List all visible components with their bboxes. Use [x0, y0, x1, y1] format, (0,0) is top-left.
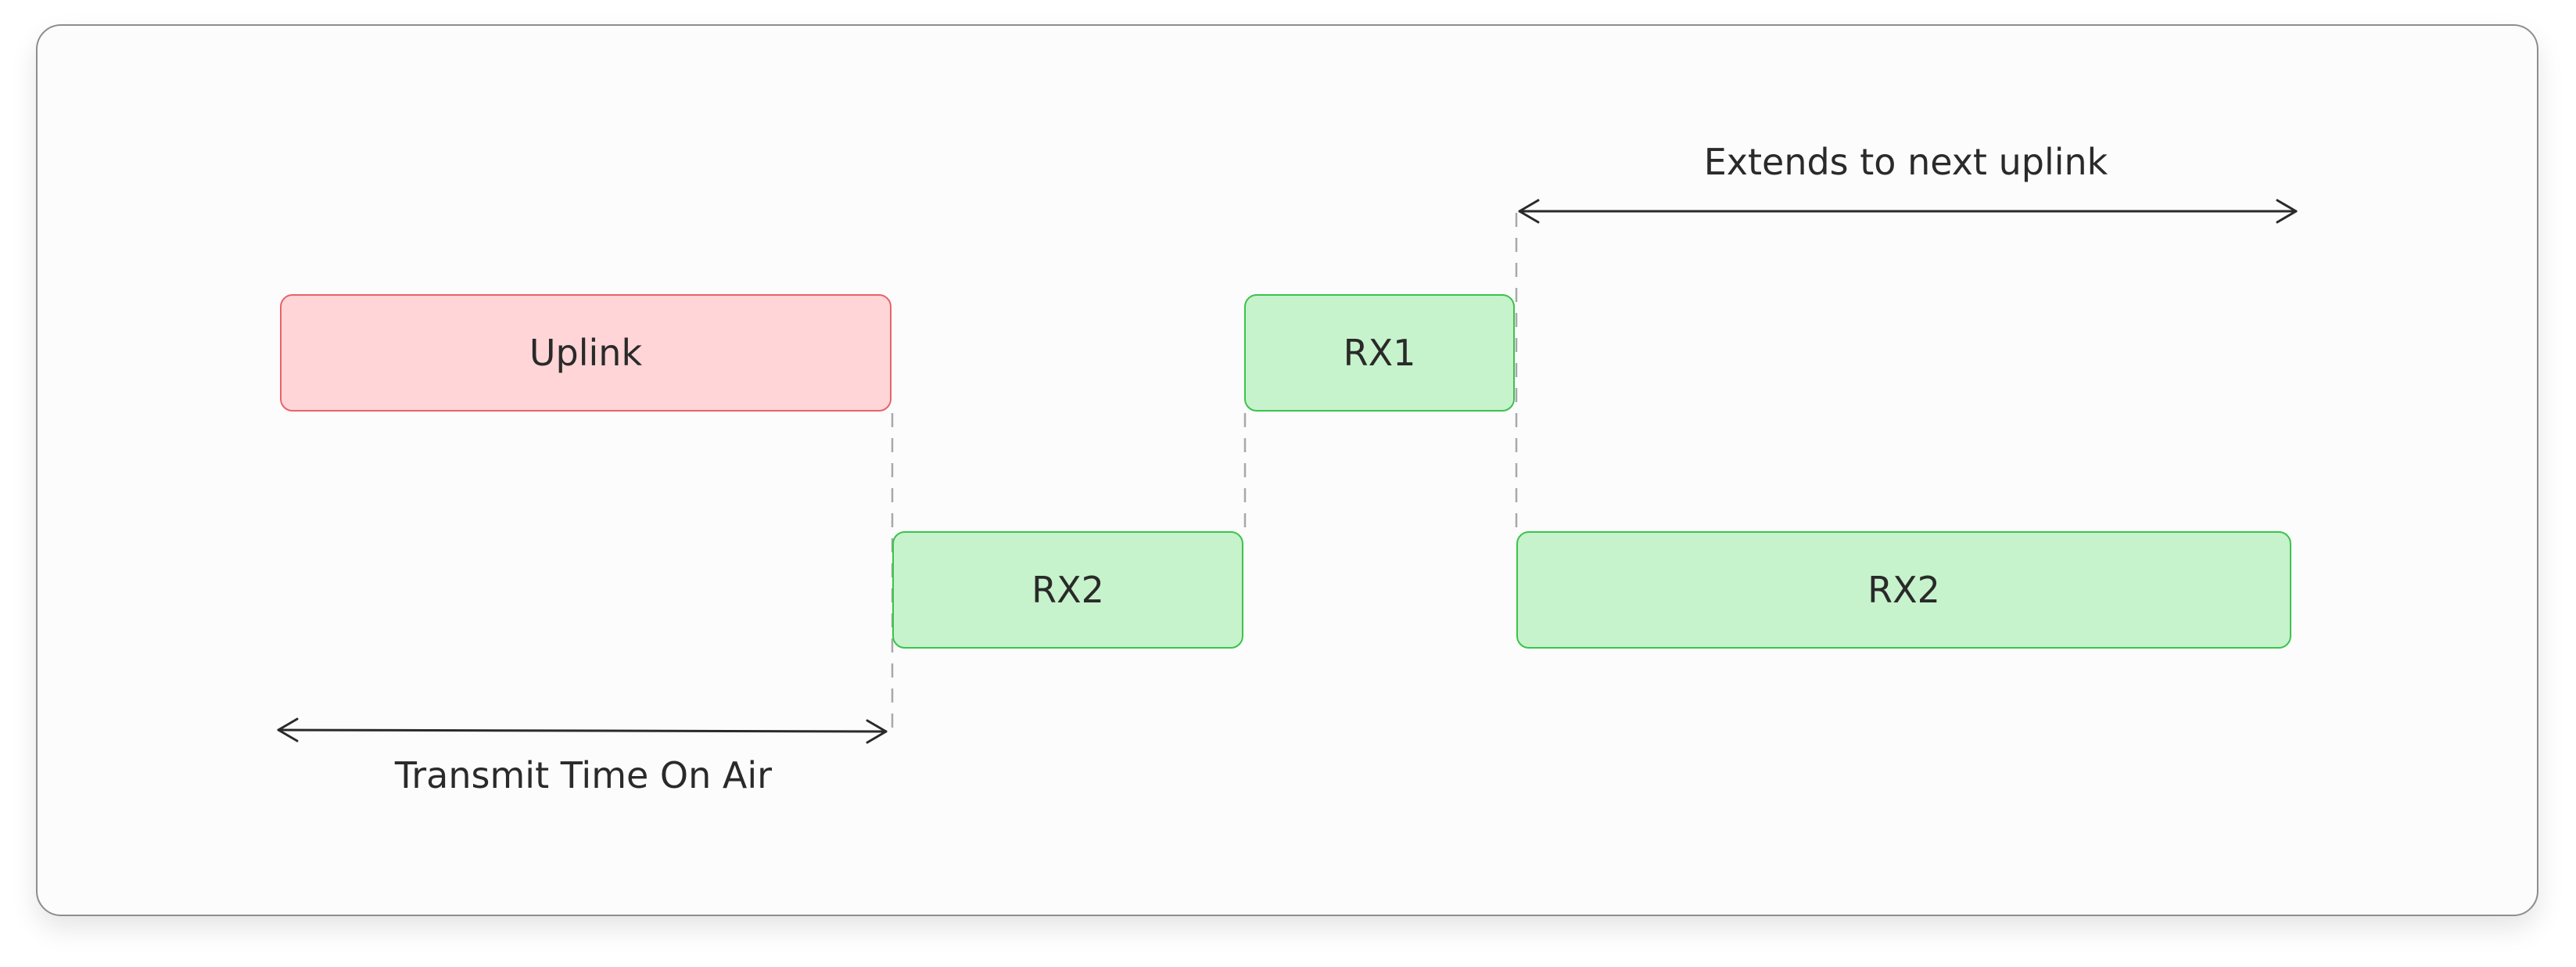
- arrow-head-right-icon: [866, 719, 888, 744]
- extends-caption: Extends to next uplink: [1703, 141, 2108, 183]
- transmit-time-caption: Transmit Time On Air: [394, 754, 773, 796]
- extends-arrow: [1518, 199, 2298, 224]
- arrow-head-left-icon: [277, 717, 299, 742]
- rx2-second-block: RX2: [1516, 531, 2291, 649]
- uplink-block: Uplink: [280, 294, 892, 412]
- rx1-label: RX1: [1343, 332, 1416, 374]
- rx2-first-block: RX2: [892, 531, 1243, 649]
- uplink-label: Uplink: [529, 332, 643, 374]
- arrow-head-right-icon: [2276, 199, 2298, 224]
- arrow-head-left-icon: [1518, 199, 1540, 224]
- diagram-panel: [36, 24, 2538, 916]
- rx2-second-label: RX2: [1867, 569, 1940, 611]
- rx2-first-label: RX2: [1031, 569, 1104, 611]
- rx1-block: RX1: [1244, 294, 1515, 412]
- transmit-time-arrow: [277, 717, 888, 744]
